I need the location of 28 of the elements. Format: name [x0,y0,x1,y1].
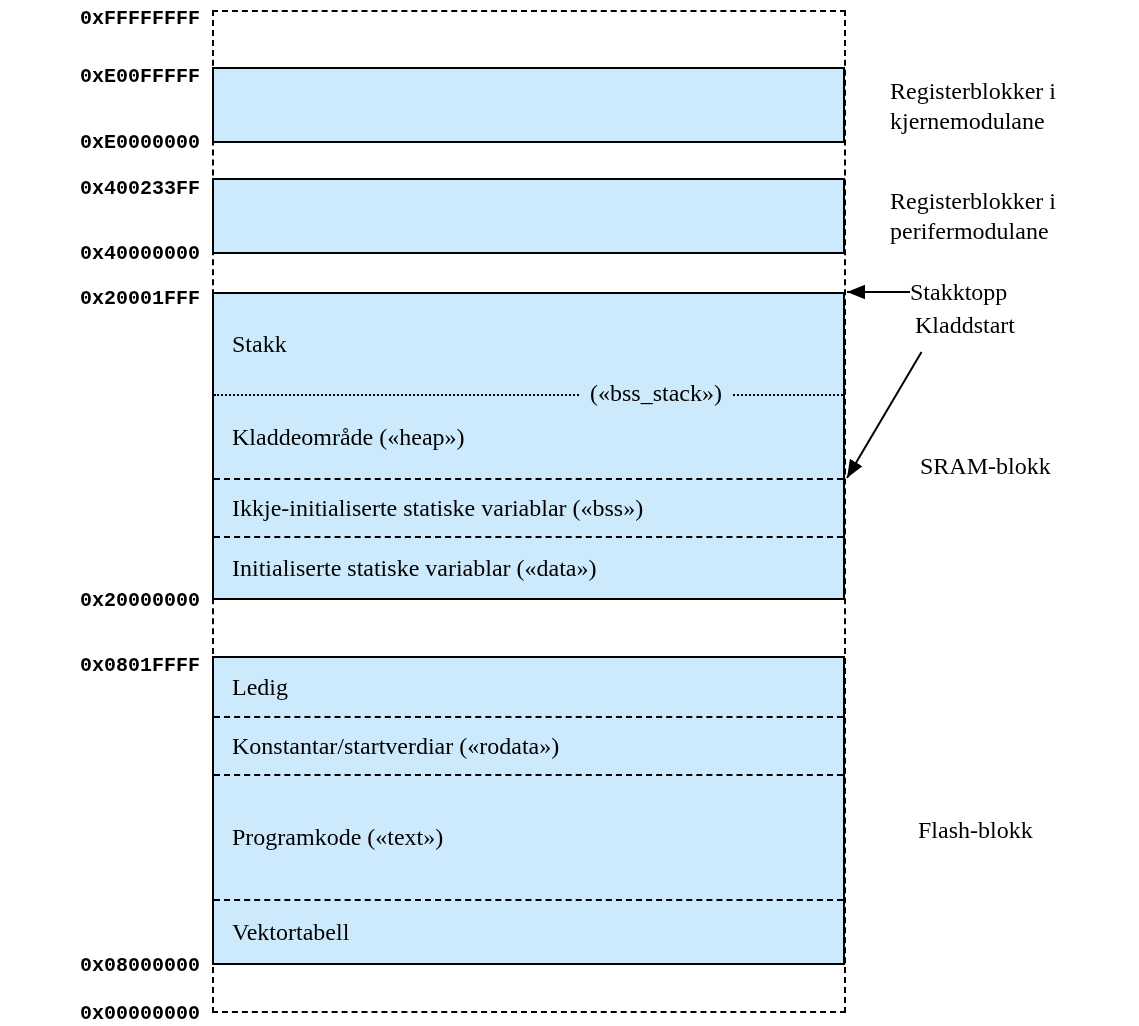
pointer-label: Kladdstart [915,310,1045,340]
address-label: 0xFFFFFFFF [78,8,200,30]
arrow [846,284,911,300]
pointer-label: Stakktopp [910,277,1035,307]
memory-region: Initialiserte statiske variablar («data») [214,536,843,598]
memory-region: Ikkje-initialiserte statiske variablar («bss») [214,478,843,536]
memory-region: Programkode («text») [214,774,843,899]
block-label: Registerblokker i perifermodulane [890,187,1057,246]
arrow [846,351,923,479]
address-label: 0x40000000 [78,243,200,265]
address-label: 0x00000000 [78,1003,200,1025]
address-label: 0x20001FFF [78,288,200,310]
memory-block [212,292,845,600]
address-label: 0xE00FFFFF [78,66,200,88]
memory-block [212,67,845,143]
block-label: Flash-blokk [918,816,1034,845]
address-label: 0x20000000 [78,590,200,612]
address-label: 0x08000000 [78,955,200,977]
memory-block [212,178,845,254]
memory-block [212,656,845,965]
address-label: 0xE0000000 [78,132,200,154]
address-label: 0x400233FF [78,178,200,200]
memory-region: Konstantar/startverdiar («rodata») [214,716,843,774]
block-label: SRAM-blokk [920,452,1052,481]
memory-region: Ledig [214,658,843,716]
block-label: Registerblokker i kjernemodulane [890,77,1057,136]
address-label: 0x0801FFFF [78,655,200,677]
memory-region: Vektortabell [214,899,843,963]
